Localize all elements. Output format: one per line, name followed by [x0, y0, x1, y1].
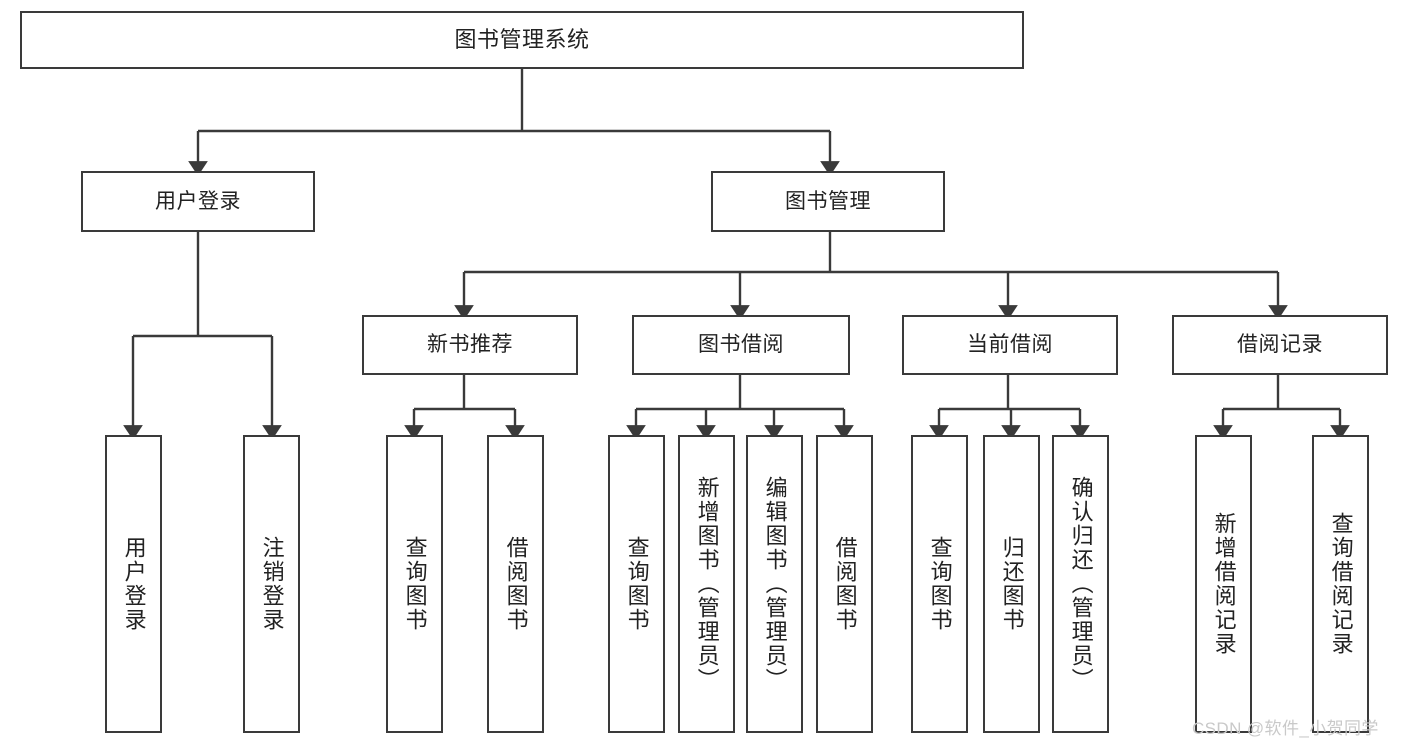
node-leaf-cur-query[interactable]: 查询图书 [911, 435, 968, 733]
node-leaf-borrow-add[interactable]: 新增图书（管理员） [678, 435, 735, 733]
node-borrow-record[interactable]: 借阅记录 [1172, 315, 1388, 375]
node-leaf-borrow-edit-label: 编辑图书（管理员） [762, 476, 788, 692]
node-leaf-user-login[interactable]: 用户登录 [105, 435, 162, 733]
node-leaf-user-login-label: 用户登录 [121, 536, 147, 632]
node-new-book-rec[interactable]: 新书推荐 [362, 315, 578, 375]
node-leaf-rec-add[interactable]: 新增借阅记录 [1195, 435, 1252, 733]
node-leaf-rec-search-label: 查询借阅记录 [1328, 512, 1354, 656]
node-leaf-borrow-add-label: 新增图书（管理员） [694, 476, 720, 692]
node-leaf-rec-borrow-label: 借阅图书 [503, 536, 529, 632]
node-leaf-borrow-lend-label: 借阅图书 [832, 536, 858, 632]
node-leaf-cur-return-label: 归还图书 [999, 536, 1025, 632]
node-leaf-borrow-query-label: 查询图书 [624, 536, 650, 632]
node-user-login-label: 用户登录 [155, 189, 241, 213]
node-leaf-user-logout-label: 注销登录 [259, 536, 285, 632]
node-leaf-rec-query[interactable]: 查询图书 [386, 435, 443, 733]
node-root-label: 图书管理系统 [454, 26, 590, 52]
node-root[interactable]: 图书管理系统 [20, 11, 1024, 69]
node-leaf-borrow-lend[interactable]: 借阅图书 [816, 435, 873, 733]
node-leaf-cur-confirm[interactable]: 确认归还（管理员） [1052, 435, 1109, 733]
node-book-borrow-label: 图书借阅 [698, 333, 784, 357]
node-book-manage-label: 图书管理 [785, 189, 871, 213]
node-leaf-rec-search[interactable]: 查询借阅记录 [1312, 435, 1369, 733]
node-leaf-cur-return[interactable]: 归还图书 [983, 435, 1040, 733]
node-book-borrow[interactable]: 图书借阅 [632, 315, 850, 375]
node-user-login[interactable]: 用户登录 [81, 171, 315, 232]
node-leaf-cur-confirm-label: 确认归还（管理员） [1068, 476, 1094, 692]
node-leaf-borrow-query[interactable]: 查询图书 [608, 435, 665, 733]
node-borrow-record-label: 借阅记录 [1237, 333, 1323, 357]
node-leaf-cur-query-label: 查询图书 [927, 536, 953, 632]
node-leaf-rec-query-label: 查询图书 [402, 536, 428, 632]
node-leaf-borrow-edit[interactable]: 编辑图书（管理员） [746, 435, 803, 733]
node-leaf-rec-add-label: 新增借阅记录 [1211, 512, 1237, 656]
node-new-book-rec-label: 新书推荐 [427, 333, 513, 357]
node-book-manage[interactable]: 图书管理 [711, 171, 945, 232]
node-current-borrow-label: 当前借阅 [967, 333, 1053, 357]
node-leaf-rec-borrow[interactable]: 借阅图书 [487, 435, 544, 733]
node-leaf-user-logout[interactable]: 注销登录 [243, 435, 300, 733]
node-current-borrow[interactable]: 当前借阅 [902, 315, 1118, 375]
